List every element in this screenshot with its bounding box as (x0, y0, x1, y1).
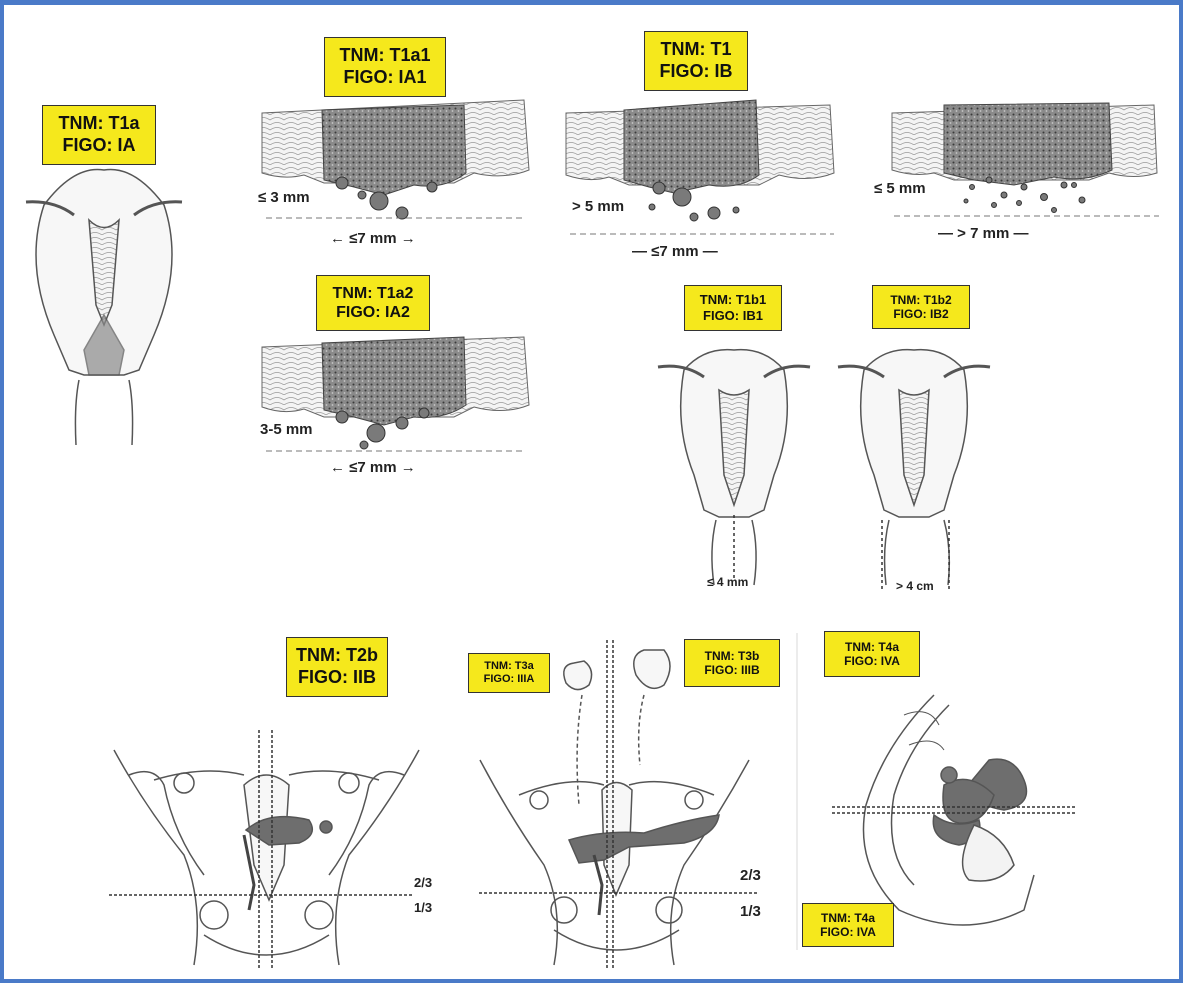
stage-label-t4a-bottom: TNM: T4a FIGO: IVA (802, 903, 894, 947)
size-label-t1b1: ≤ 4 mm (707, 575, 748, 589)
figo-text: FIGO: IIIA (469, 673, 549, 686)
stage-label-t2b: TNM: T2b FIGO: IIB (286, 637, 388, 697)
tnm-text: TNM: T1a1 (325, 45, 445, 67)
figo-text: FIGO: IIIB (685, 663, 779, 677)
tnm-text: TNM: T3a (469, 660, 549, 673)
sagittal-t4a (832, 695, 1076, 925)
pelvis-t2b (109, 730, 419, 970)
fraction-lower-t3: 1/3 (740, 903, 761, 920)
depth-label-t1a2: 3-5 mm (260, 421, 313, 438)
figo-text: FIGO: IA2 (317, 303, 429, 322)
width-label-t1a1: ← ≤7 mm → (330, 230, 416, 247)
width-label-t1: — ≤7 mm — (632, 243, 718, 260)
depth-label-t1a1: ≤ 3 mm (258, 189, 310, 206)
stage-label-t1a2: TNM: T1a2 FIGO: IA2 (316, 275, 430, 331)
tissue-wide (892, 103, 1159, 216)
width-label-t1a2: ← ≤7 mm → (330, 459, 416, 476)
tnm-text: TNM: T1b1 (685, 292, 781, 308)
figo-text: FIGO: IB (645, 61, 747, 83)
tnm-text: TNM: T2b (287, 645, 387, 667)
uterus-t1b1 (658, 350, 810, 585)
stage-label-t1: TNM: T1 FIGO: IB (644, 31, 748, 91)
width-label-wide: — > 7 mm — (938, 225, 1028, 242)
staging-illustrations (4, 5, 1179, 980)
fraction-upper-t2b: 2/3 (414, 875, 432, 890)
uterus-t1a (26, 169, 182, 445)
stage-label-t1b2: TNM: T1b2 FIGO: IB2 (872, 285, 970, 329)
figo-text: FIGO: IVA (803, 925, 893, 939)
figo-text: FIGO: IVA (825, 654, 919, 668)
figo-text: FIGO: IA1 (325, 67, 445, 89)
figo-text: FIGO: IB1 (685, 308, 781, 324)
fraction-upper-t3: 2/3 (740, 867, 761, 884)
stage-label-t3a: TNM: T3a FIGO: IIIA (468, 653, 550, 693)
size-label-t1b2: > 4 cm (896, 579, 934, 593)
stage-label-t4a-top: TNM: T4a FIGO: IVA (824, 631, 920, 677)
tnm-text: TNM: T3b (685, 649, 779, 663)
depth-label-t1: > 5 mm (572, 198, 624, 215)
uterus-t1b2 (838, 350, 990, 590)
fraction-lower-t2b: 1/3 (414, 900, 432, 915)
tnm-text: TNM: T1a2 (317, 284, 429, 303)
figo-text: FIGO: IIB (287, 667, 387, 689)
tnm-text: TNM: T4a (803, 911, 893, 925)
tnm-text: TNM: T1a (43, 113, 155, 135)
figo-text: FIGO: IA (43, 135, 155, 157)
stage-label-t1a1: TNM: T1a1 FIGO: IA1 (324, 37, 446, 97)
figo-text: FIGO: IB2 (873, 307, 969, 321)
tnm-text: TNM: T1 (645, 39, 747, 61)
tnm-text: TNM: T1b2 (873, 293, 969, 307)
stage-label-t1a: TNM: T1a FIGO: IA (42, 105, 156, 165)
stage-label-t3b: TNM: T3b FIGO: IIIB (684, 639, 780, 687)
stage-label-t1b1: TNM: T1b1 FIGO: IB1 (684, 285, 782, 331)
depth-label-wide: ≤ 5 mm (874, 180, 926, 197)
tnm-text: TNM: T4a (825, 640, 919, 654)
